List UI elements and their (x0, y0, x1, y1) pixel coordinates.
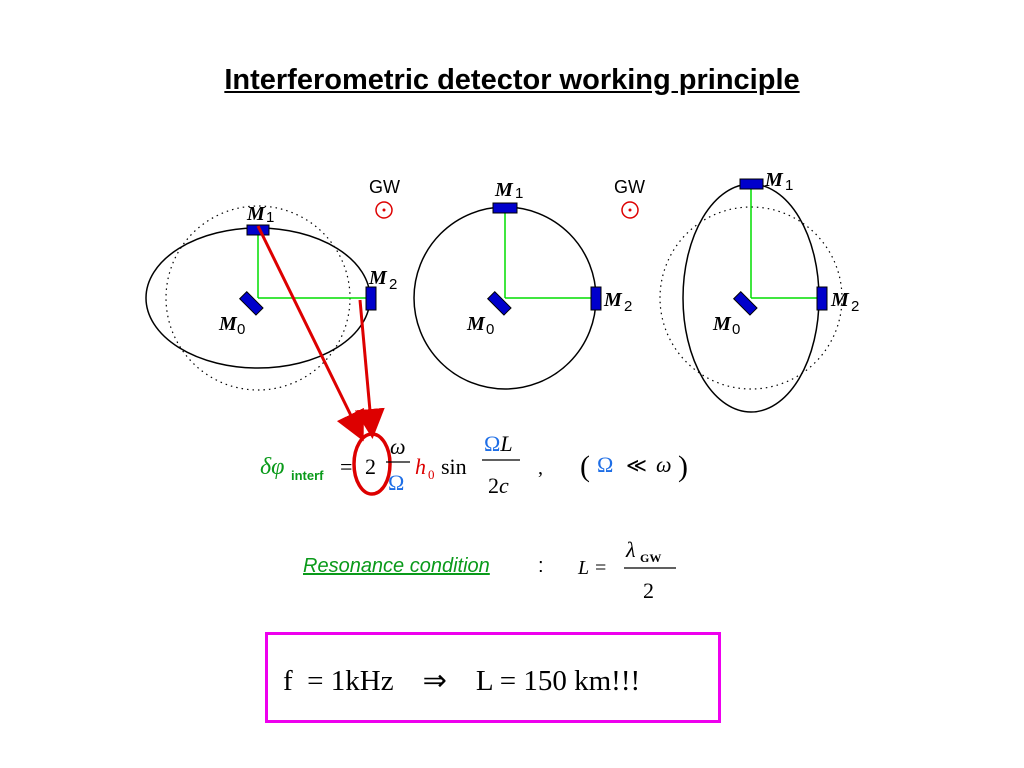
omega-denominator: Ω (388, 470, 404, 495)
mirror-m0 (486, 290, 512, 316)
label-m1: M (246, 203, 266, 225)
reference-circle-dotted (659, 206, 843, 390)
label-m2-sub: 2 (624, 298, 632, 315)
condition-Omega: Ω (597, 452, 613, 477)
label-m1: M (764, 169, 784, 191)
open-paren: ( (580, 450, 590, 483)
label-m2-sub: 2 (389, 276, 397, 293)
highlight-circle (352, 432, 392, 496)
condition-relation: ≪ (626, 455, 647, 477)
label-m0: M (218, 313, 238, 335)
resonance-formula: L = λ GW 2 (577, 537, 676, 603)
factor-two: 2 (365, 454, 376, 479)
label-m2: M (368, 267, 388, 289)
gw-label: GW (614, 177, 645, 197)
comma: , (538, 457, 543, 479)
label-m1-sub: 1 (515, 185, 523, 202)
label-m2: M (603, 289, 623, 311)
label-m0-sub: 0 (732, 321, 740, 338)
mirror-m1 (492, 202, 518, 214)
diagram-1: M 1 M 2 M 0 GW (145, 177, 400, 391)
omega-numerator: ω (390, 434, 406, 459)
label-m1-sub: 1 (785, 177, 793, 194)
resonance-colon: : (538, 555, 544, 577)
close-paren: ) (678, 450, 688, 483)
mirror-m2 (365, 286, 377, 311)
resonance-denominator: 2 (643, 578, 654, 603)
boxed-formula-text: f = 1kHz ⇒ L = 150 km!!! (283, 665, 640, 697)
mirror-m0 (732, 290, 758, 316)
label-m2-sub: 2 (851, 298, 859, 315)
gw-label: GW (369, 177, 400, 197)
lambda-sub: GW (640, 551, 661, 565)
label-m0: M (712, 313, 732, 335)
label-m1-sub: 1 (266, 209, 274, 226)
equals-sign: = (340, 454, 352, 479)
interf-sub: interf (291, 468, 324, 483)
delta-phi: δφ (260, 454, 284, 480)
phase-formula: δφ interf = 2 ω Ω h 0 sin ΩL 2c , ( Ω ≪ … (260, 431, 688, 498)
mirror-m2 (590, 286, 602, 311)
label-m0-sub: 0 (237, 321, 245, 338)
arrow-from-m1 (256, 225, 364, 442)
sin-arg-numerator: ΩL (484, 431, 513, 456)
h-symbol: h (415, 454, 426, 479)
mirror-m0 (238, 290, 264, 316)
slide-title: Interferometric detector working princip… (224, 64, 800, 96)
mirror-m2 (816, 286, 828, 311)
lambda-symbol: λ (625, 537, 636, 562)
arrow-from-m2 (354, 299, 385, 439)
diagram-2: M 1 M 2 M 0 GW (413, 177, 645, 390)
sin-function: sin (441, 454, 467, 479)
h-sub: 0 (428, 467, 435, 482)
diagram-3: M 1 M 2 M 0 (659, 169, 859, 413)
label-m0: M (466, 313, 486, 335)
highlighted-formula-box (265, 632, 721, 723)
label-m0-sub: 0 (486, 321, 494, 338)
gw-direction-icon (621, 201, 639, 219)
gw-direction-icon (375, 201, 393, 219)
sin-arg-denominator: 2c (488, 473, 509, 498)
label-m2: M (830, 289, 850, 311)
mirror-m1 (246, 224, 270, 236)
condition-omega: ω (656, 452, 672, 477)
resonance-label: Resonance condition (303, 555, 490, 577)
label-m1: M (494, 179, 514, 201)
resonance-lhs: L = (577, 557, 607, 579)
mirror-m1 (739, 178, 764, 190)
